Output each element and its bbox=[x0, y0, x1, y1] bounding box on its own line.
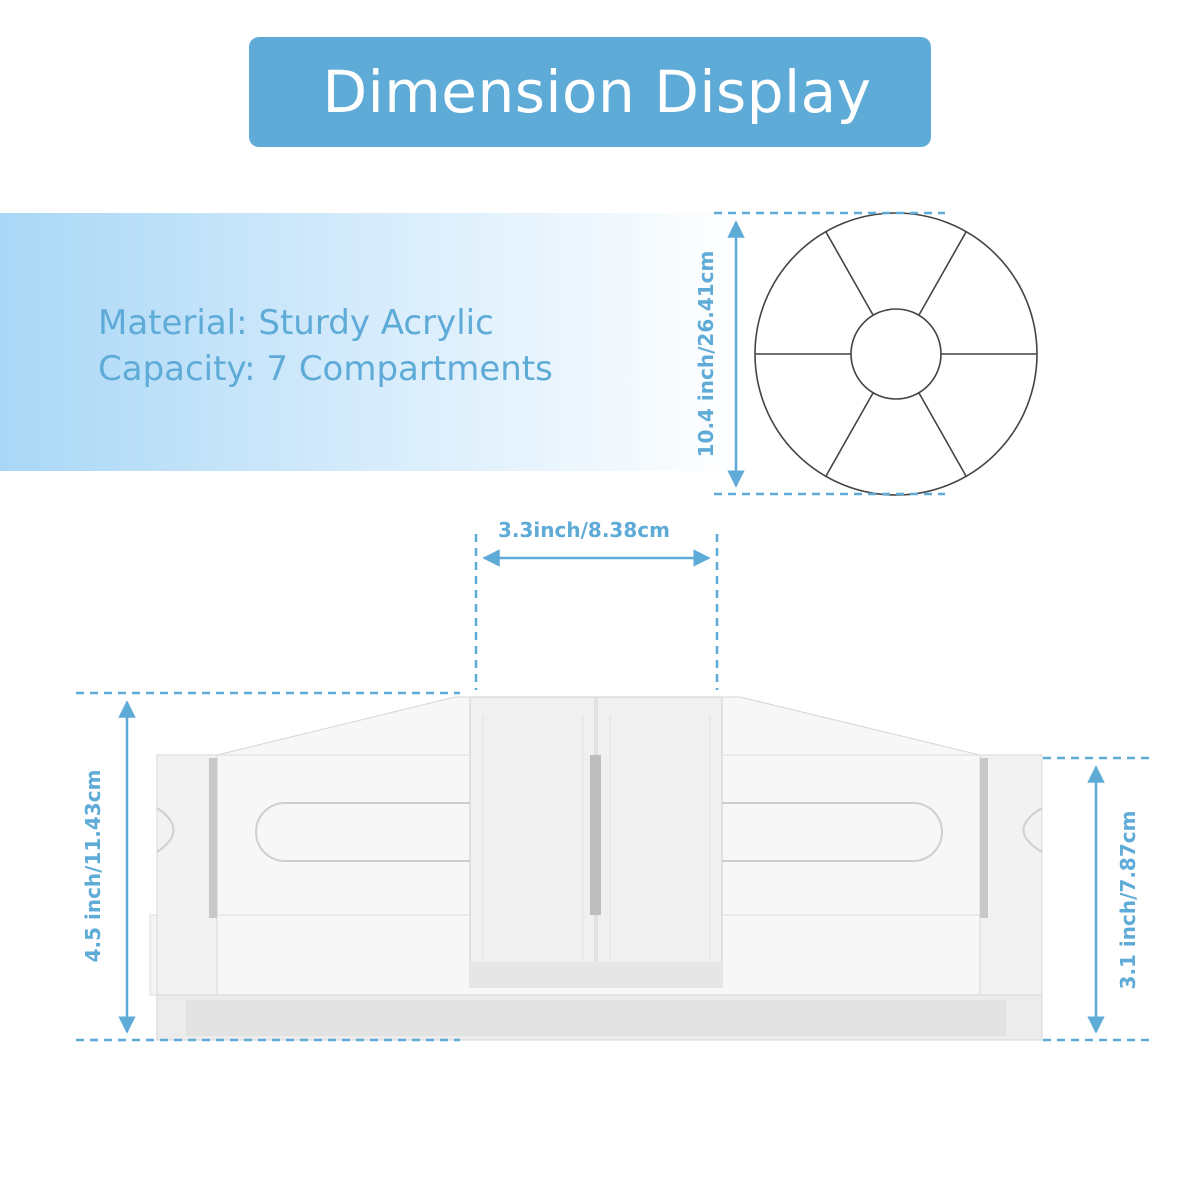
material-spec: Material: Sturdy Acrylic bbox=[98, 303, 494, 343]
capacity-spec: Capacity: 7 Compartments bbox=[98, 349, 553, 389]
top-view-diagram bbox=[754, 212, 1038, 496]
front-view-diagram bbox=[149, 696, 1043, 1041]
total-height-dimension bbox=[76, 691, 460, 1042]
diameter-label: 10.4 inch/26.41cm bbox=[694, 250, 718, 458]
total-height-label: 4.5 inch/11.43cm bbox=[81, 769, 105, 963]
spec-background bbox=[0, 213, 745, 471]
compartment-width-dimension bbox=[474, 534, 719, 690]
title-banner: Dimension Display bbox=[249, 37, 931, 147]
side-height-dimension bbox=[1043, 756, 1150, 1042]
page-title: Dimension Display bbox=[322, 58, 872, 126]
diameter-dimension bbox=[714, 211, 945, 496]
compartment-width-label: 3.3inch/8.38cm bbox=[498, 518, 670, 542]
side-height-label: 3.1 inch/7.87cm bbox=[1116, 810, 1140, 990]
